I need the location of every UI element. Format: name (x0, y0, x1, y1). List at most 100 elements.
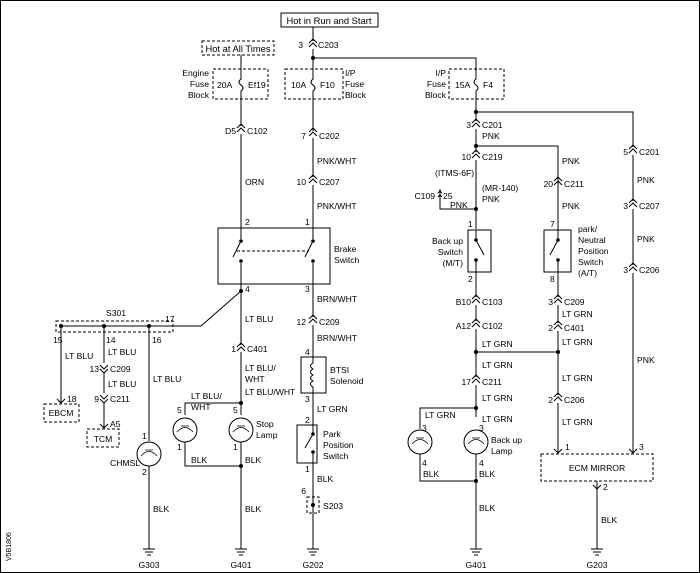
stop-left-pin-5: 5 (177, 405, 182, 415)
pn-lt-grn-4: LT GRN (562, 417, 593, 427)
c102-a12-symbol (471, 318, 481, 328)
c201-3-name: C201 (482, 120, 503, 130)
c209-12-pin: 12 (296, 317, 306, 327)
pn-label-2: Neutral (578, 235, 606, 245)
stop-left-label-a: LT BLU/ (191, 391, 222, 401)
stop-lamp-label-1: Stop (256, 419, 274, 429)
ground-g202-label: G202 (302, 560, 323, 570)
c211-20-name: C211 (564, 179, 584, 189)
c211-20-symbol (553, 176, 563, 186)
bu-right-pin-4: 4 (479, 458, 484, 468)
c209-3-symbol (553, 320, 563, 330)
pn-pnk-2: PNK (562, 201, 580, 211)
s301-pin-17: 17 (165, 314, 175, 324)
brake-switch-label-1: Brake (334, 244, 357, 254)
fuse-f4-name: F4 (483, 80, 493, 90)
stop-lamp-label-2: Lamp (256, 430, 278, 440)
fuse-ef19-block-1: Engine (182, 68, 209, 78)
btsi-coil (310, 357, 314, 393)
s203-pin: 6 (301, 486, 306, 496)
splice-backup-ground (474, 479, 478, 483)
c401-1-symbol (236, 342, 246, 352)
backup-filaments (411, 437, 485, 445)
s203-label: S203 (323, 501, 343, 511)
fuse-f10-block-2: Fuse (345, 79, 364, 89)
brake-switch-label-2: Switch (334, 255, 360, 265)
pn-lt-grn-2: LT GRN (562, 337, 593, 347)
s301-pin-14: 14 (106, 335, 116, 345)
backup-sw-pin-2: 2 (468, 274, 473, 284)
bu-left-pin-3: 3 (422, 423, 427, 433)
fuse-ef19-element (238, 55, 244, 99)
pn-label-3: Position (578, 246, 609, 256)
pn-label-5: (A/T) (578, 268, 597, 278)
pn-pin-8: 8 (550, 274, 555, 284)
ecm-pnk-1: PNK (637, 175, 655, 185)
c211-9-name: C211 (110, 394, 130, 404)
backup-lamp-label-2: Lamp (491, 446, 513, 456)
c102-d5-name: C102 (247, 126, 268, 136)
c201-3-symbol (471, 118, 481, 128)
ground-g401-b: G401 (465, 548, 487, 570)
lamp-filaments (176, 425, 250, 433)
hot-all-times-label: Hot at All Times (205, 43, 270, 54)
wire-lt-blu-wht-label-c: LT BLU/WHT (245, 387, 296, 397)
wire-to-ecm (476, 111, 634, 147)
hot-all-times-box (201, 40, 275, 56)
tcm-box (86, 428, 120, 448)
bu-blk-right: BLK (479, 469, 496, 479)
stop-right-pin-5: 5 (233, 405, 238, 415)
c211-9-pin: 9 (94, 394, 99, 404)
brake-pin-3: 3 (305, 284, 310, 294)
hot-run-start-label: Hot in Run and Start (287, 15, 372, 26)
ground-g303: G303 (138, 548, 160, 570)
bu-blk-lower: BLK (479, 503, 496, 513)
wire-backup-lamp-left (419, 407, 476, 429)
btsi-pin-4: 4 (305, 347, 310, 357)
backup-lamp-label-1: Back up (491, 435, 522, 445)
wire-lt-grn-park-label: LT GRN (317, 404, 348, 414)
s301-pin-15: 15 (53, 335, 63, 345)
backup-sw-label-3: (M/T) (442, 258, 463, 268)
c103-symbol (471, 294, 481, 304)
pn-pnk-1: PNK (562, 156, 580, 166)
c201-3-pin: 3 (466, 120, 471, 130)
ground-g202: G202 (302, 548, 324, 570)
bu-blk-left: BLK (423, 469, 440, 479)
park-label-3: Switch (323, 451, 349, 461)
ecm-pin-1-symbol (553, 448, 563, 454)
park-pin-1: 1 (305, 464, 310, 474)
chmsl-label: CHMSL (110, 458, 140, 468)
lt-grn-2: LT GRN (482, 360, 513, 370)
lt-grn-3: LT GRN (482, 393, 513, 403)
lt-grn-4: LT GRN (482, 414, 513, 424)
ebcm-box (43, 403, 80, 423)
stop-lamp-right-icon (228, 417, 254, 443)
c206-2-pin: 2 (548, 395, 553, 405)
c201-5-name: C201 (639, 147, 660, 157)
backup-lamp-left-icon (407, 429, 433, 455)
park-switch-blade (304, 433, 314, 449)
c109-symbol (437, 190, 443, 198)
btsi-label-1: BTSI (330, 365, 349, 375)
ecm-pnk-2: PNK (637, 234, 655, 244)
itms-label: (ITMS-6F) (435, 168, 474, 178)
ground-g303-label: G303 (138, 560, 159, 570)
fuse-f10-box (284, 68, 344, 100)
brake-pin-1: 1 (305, 217, 310, 227)
splice-stop-ground (239, 464, 243, 468)
brake-switch-box (217, 227, 331, 285)
c201-3-wire: PNK (482, 131, 500, 141)
pn-lt-grn-1: LT GRN (562, 309, 593, 319)
fuse-f4-block-2: Fuse (427, 79, 446, 89)
chmsl-blk: BLK (153, 504, 170, 514)
fuse-ef19-block-2: Fuse (190, 79, 209, 89)
park-label-1: Park (323, 429, 341, 439)
wire-pnk-wht-1-label: PNK/WHT (317, 156, 357, 166)
c207-10-pin: 10 (296, 177, 306, 187)
s301-pin-16: 16 (152, 335, 162, 345)
wire-lt-blu-a-label: LT BLU (245, 314, 273, 324)
ecm-pin-1: 1 (565, 442, 570, 452)
